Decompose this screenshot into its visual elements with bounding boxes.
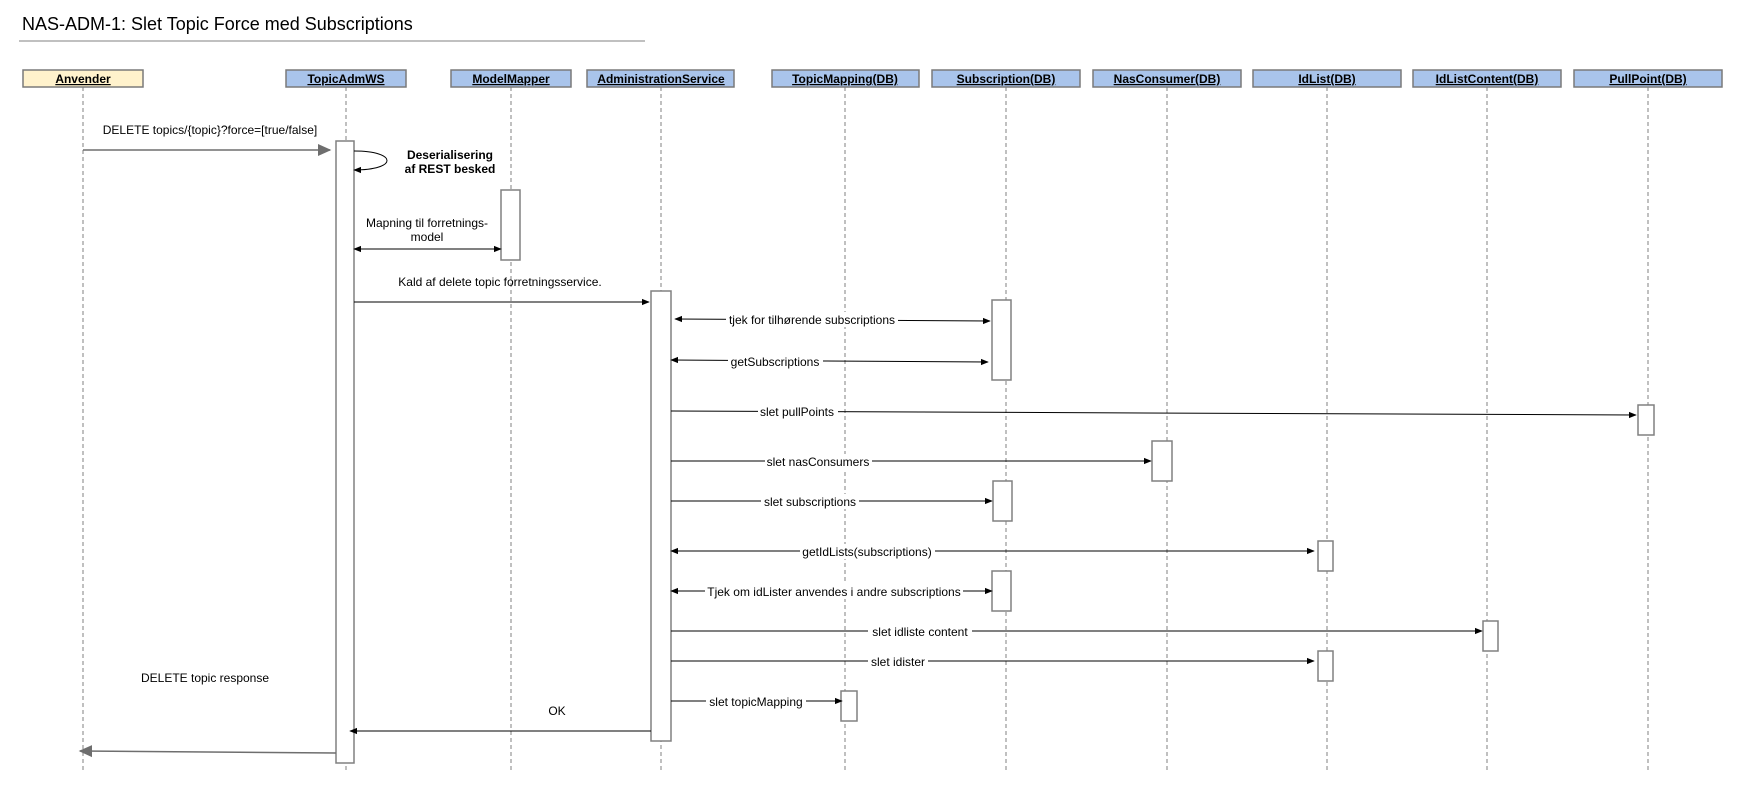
message-label: slet subscriptions	[764, 495, 856, 509]
message-label: slet pullPoints	[760, 405, 834, 419]
participant-label: TopicAdmWS	[307, 72, 384, 86]
message-label: getSubscriptions	[731, 355, 820, 369]
message-delete-request: DELETE topics/{topic}?force=[true/false]	[83, 123, 332, 157]
activation-modelmapper	[500, 189, 521, 261]
message-label: af REST besked	[405, 162, 496, 176]
participant-anvender[interactable]: Anvender	[22, 69, 144, 88]
message-slet-idister: slet idister	[671, 654, 1315, 669]
participant-label: ModelMapper	[472, 72, 550, 86]
message-ok: OK	[349, 704, 651, 735]
lifelines	[82, 87, 1649, 772]
message-label: Tjek om idLister anvendes i andre subscr…	[707, 585, 960, 599]
diagram-title: NAS-ADM-1: Slet Topic Force med Subscrip…	[22, 14, 413, 34]
participant-box	[285, 69, 407, 88]
activation-subscription-3	[991, 570, 1012, 612]
activation-nasconsumer	[1151, 440, 1173, 482]
activation-idlist-1	[1317, 540, 1334, 572]
message-label: slet nasConsumers	[767, 455, 870, 469]
participant-box	[1092, 69, 1242, 88]
message-slet-pullpoints: slet pullPoints	[670, 404, 1637, 419]
participant-topicadmws[interactable]: TopicAdmWS	[285, 69, 407, 88]
participant-modelmapper[interactable]: ModelMapper	[450, 69, 572, 88]
activation-idlistcontent	[1482, 620, 1499, 652]
participant-pullpoint[interactable]: PullPoint(DB)	[1573, 69, 1723, 88]
activations	[335, 140, 1655, 764]
message-label: model	[411, 230, 444, 244]
participant-box	[450, 69, 572, 88]
message-tjek-idlister: Tjek om idLister anvendes i andre subscr…	[670, 584, 993, 599]
participant-label: TopicMapping(DB)	[792, 72, 898, 86]
participant-idlistcontent[interactable]: IdListContent(DB)	[1412, 69, 1562, 88]
participant-label: IdList(DB)	[1298, 72, 1355, 86]
participant-label: IdListContent(DB)	[1436, 72, 1539, 86]
label-bg	[765, 454, 872, 469]
participant-box	[771, 69, 920, 88]
message-mapning: Mapning til forretnings- model	[353, 216, 502, 253]
message-label: slet idliste content	[872, 625, 968, 639]
participant-label: Subscription(DB)	[957, 72, 1056, 86]
label-bg	[868, 624, 972, 639]
message-arrow	[78, 745, 337, 758]
activation-administrationservice	[650, 290, 672, 742]
message-getidlists: getIdLists(subscriptions)	[670, 544, 1315, 559]
message-label: slet idister	[871, 655, 925, 669]
participant-label: NasConsumer(DB)	[1114, 72, 1221, 86]
activation-subscription-2	[992, 480, 1013, 522]
participant-box	[931, 69, 1081, 88]
message-slet-topicmapping: slet topicMapping	[671, 694, 843, 709]
message-delete-response: DELETE topic response	[78, 671, 337, 758]
message-label: Mapning til forretnings-	[366, 216, 488, 230]
participant-box	[1412, 69, 1562, 88]
message-label: Kald af delete topic forretningsservice.	[398, 275, 601, 289]
activation-subscription-1	[991, 299, 1012, 381]
label-bg	[800, 544, 935, 559]
message-tjek-subscriptions: tjek for tilhørende subscriptions	[674, 312, 991, 327]
participant-box	[22, 69, 144, 88]
message-deserialisering: Deserialisering af REST besked	[353, 148, 496, 176]
activation-pullpoint	[1637, 404, 1655, 436]
message-label: slet topicMapping	[709, 695, 802, 709]
message-slet-nasconsumers: slet nasConsumers	[671, 454, 1152, 469]
participant-label: PullPoint(DB)	[1609, 72, 1686, 86]
message-kald-delete: Kald af delete topic forretningsservice.	[354, 275, 650, 306]
message-arrow	[670, 356, 989, 366]
participant-nasconsumer[interactable]: NasConsumer(DB)	[1092, 69, 1242, 88]
activation-topicadmws	[335, 140, 355, 764]
message-slet-idliste-content: slet idliste content	[671, 624, 1483, 639]
participant-idlist[interactable]: IdList(DB)	[1252, 69, 1402, 88]
message-slet-subscriptions: slet subscriptions	[671, 494, 993, 509]
label-bg	[758, 404, 838, 419]
message-arrow	[353, 150, 388, 174]
participant-box	[586, 69, 735, 88]
label-bg	[728, 354, 823, 369]
message-label: DELETE topic response	[141, 671, 269, 685]
activation-topicmapping	[840, 690, 858, 722]
message-label: getIdLists(subscriptions)	[802, 545, 931, 559]
message-label: OK	[548, 704, 565, 718]
label-bg	[726, 312, 898, 327]
activation-idlist-2	[1317, 650, 1334, 682]
label-bg	[706, 694, 806, 709]
label-bg	[705, 584, 963, 599]
message-label: DELETE topics/{topic}?force=[true/false]	[103, 123, 317, 137]
label-bg	[868, 654, 928, 669]
participant-label: Anvender	[55, 72, 111, 86]
message-getsubscriptions: getSubscriptions	[670, 354, 989, 369]
message-label: Deserialisering	[407, 148, 493, 162]
participant-topicmapping[interactable]: TopicMapping(DB)	[771, 69, 920, 88]
participant-box	[1573, 69, 1723, 88]
message-label: tjek for tilhørende subscriptions	[729, 313, 895, 327]
participant-label: AdministrationService	[597, 72, 725, 86]
label-bg	[761, 494, 859, 509]
participant-subscription[interactable]: Subscription(DB)	[931, 69, 1081, 88]
participant-administrationservice[interactable]: AdministrationService	[586, 69, 735, 88]
participant-box	[1252, 69, 1402, 88]
